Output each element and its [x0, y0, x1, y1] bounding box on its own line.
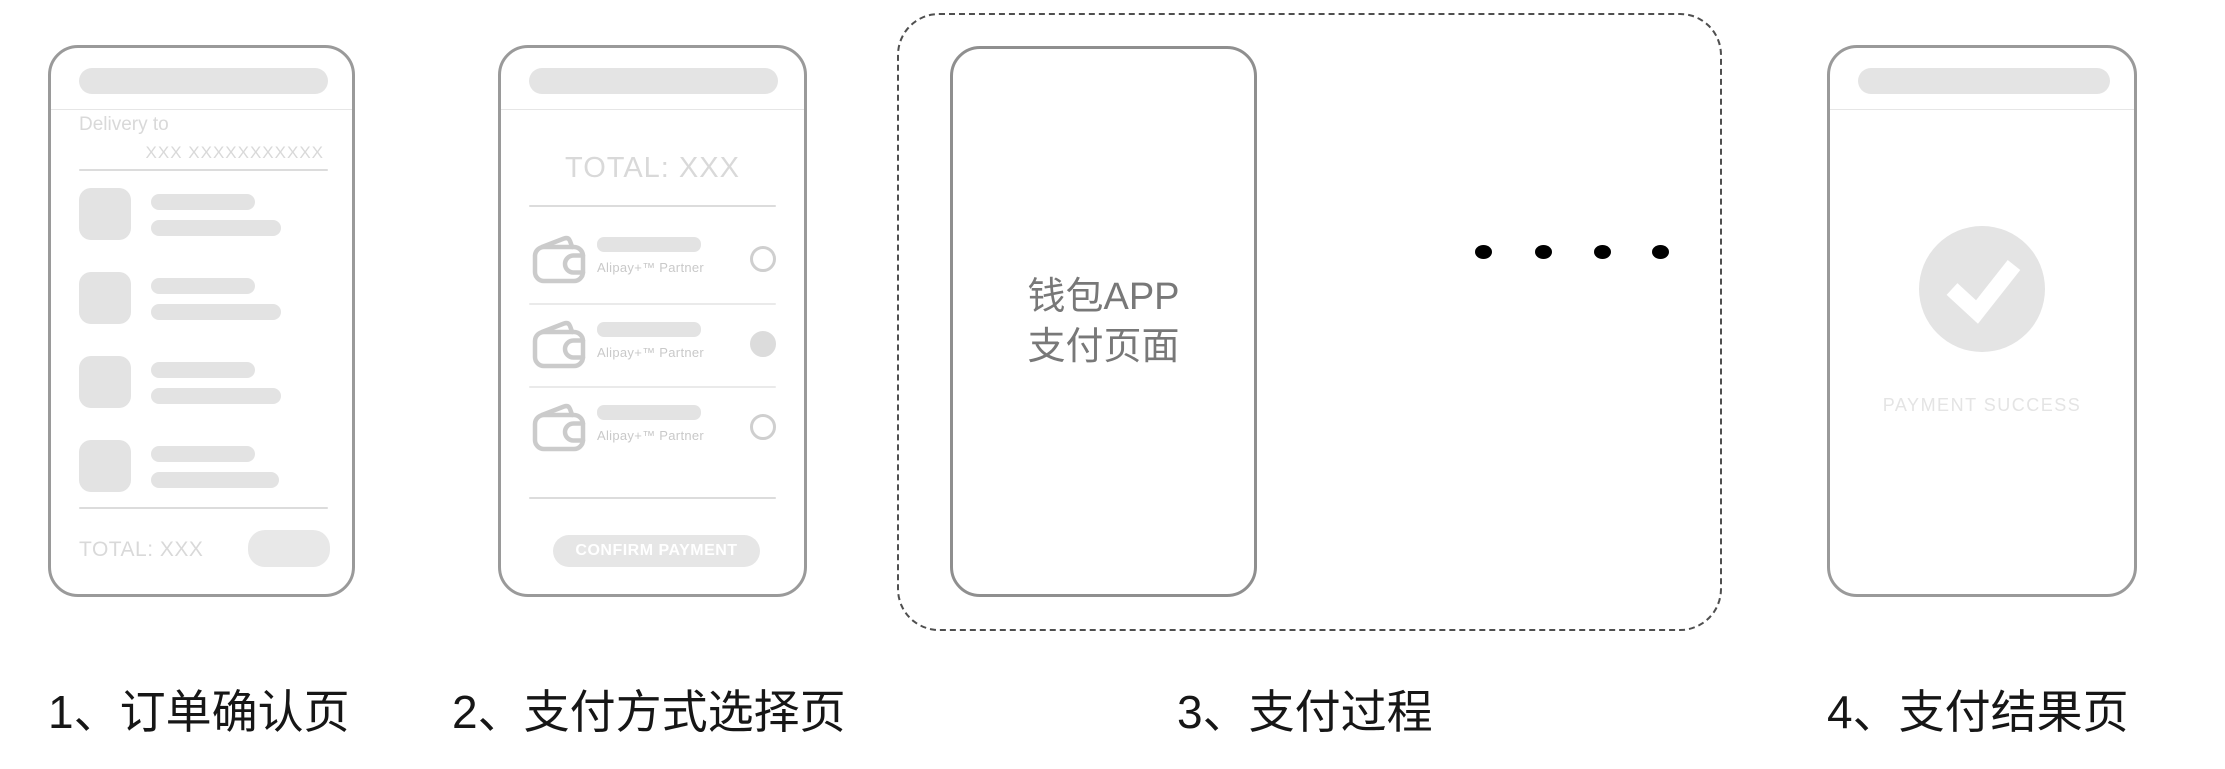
payment-total-text: TOTAL: XXX: [565, 152, 740, 184]
wallet-app-line1: 钱包APP: [1027, 275, 1180, 318]
alipay-partner-label: Alipay+™ Partner: [597, 428, 705, 443]
divider: [529, 386, 776, 388]
item-line-placeholder: [151, 304, 281, 320]
divider: [529, 205, 776, 207]
process-dot: [1475, 245, 1492, 259]
payment-option: Alipay+™ Partner: [501, 399, 804, 469]
delivery-to-label: Delivery to: [79, 114, 169, 135]
wallet-icon: [532, 403, 586, 452]
divider: [51, 109, 352, 110]
phone-payment-method: TOTAL: XXX Alipay+™ Partner: [498, 45, 807, 597]
caption-step1: 1、订单确认页: [48, 686, 350, 738]
payment-process-group: [897, 13, 1722, 631]
radio-unselected: [750, 246, 776, 272]
item-line-placeholder: [151, 278, 255, 294]
checkout-button-placeholder: [248, 530, 330, 567]
item-line-placeholder: [151, 446, 255, 462]
phone-payment-result: PAYMENT SUCCESS: [1827, 45, 2137, 597]
process-dot: [1594, 245, 1611, 259]
item-line-placeholder: [151, 220, 281, 236]
success-check-icon: [1919, 226, 2045, 352]
divider: [79, 507, 328, 509]
item-line-placeholder: [151, 472, 279, 488]
caption-step4: 4、支付结果页: [1827, 686, 2129, 738]
item-thumbnail-placeholder: [79, 272, 131, 324]
caption-step3: 3、支付过程: [1177, 686, 1433, 738]
divider: [79, 169, 328, 171]
alipay-partner-label: Alipay+™ Partner: [597, 345, 705, 360]
phone-order-confirmation: Delivery to XXX XXXXXXXXXXX TOTAL: XXX: [48, 45, 355, 597]
item-thumbnail-placeholder: [79, 188, 131, 240]
statusbar-placeholder: [1858, 68, 2110, 94]
wallet-name-placeholder: [597, 237, 701, 252]
divider: [529, 303, 776, 305]
item-line-placeholder: [151, 388, 281, 404]
radio-unselected: [750, 414, 776, 440]
phone-wallet-app: 钱包APP 支付页面: [950, 46, 1257, 597]
item-line-placeholder: [151, 362, 255, 378]
statusbar-placeholder: [529, 68, 778, 94]
wallet-icon: [532, 320, 586, 369]
divider: [529, 497, 776, 499]
caption-step2: 2、支付方式选择页: [452, 686, 846, 738]
item-thumbnail-placeholder: [79, 356, 131, 408]
statusbar-placeholder: [79, 68, 328, 94]
payment-option: Alipay+™ Partner: [501, 231, 804, 301]
order-total-text: TOTAL: XXX: [79, 538, 204, 561]
wallet-icon: [532, 235, 586, 284]
item-line-placeholder: [151, 194, 255, 210]
wallet-name-placeholder: [597, 405, 701, 420]
payment-option: Alipay+™ Partner: [501, 316, 804, 386]
process-dot: [1652, 245, 1669, 259]
divider: [1830, 109, 2134, 110]
alipay-partner-label: Alipay+™ Partner: [597, 260, 705, 275]
payment-success-label: PAYMENT SUCCESS: [1882, 395, 2082, 415]
wallet-name-placeholder: [597, 322, 701, 337]
divider: [501, 109, 804, 110]
confirm-payment-button: CONFIRM PAYMENT: [553, 535, 760, 567]
process-dot: [1535, 245, 1552, 259]
radio-selected: [750, 331, 776, 357]
wallet-app-line2: 支付页面: [1027, 325, 1180, 368]
address-placeholder: XXX XXXXXXXXXXX: [145, 143, 324, 162]
item-thumbnail-placeholder: [79, 440, 131, 492]
